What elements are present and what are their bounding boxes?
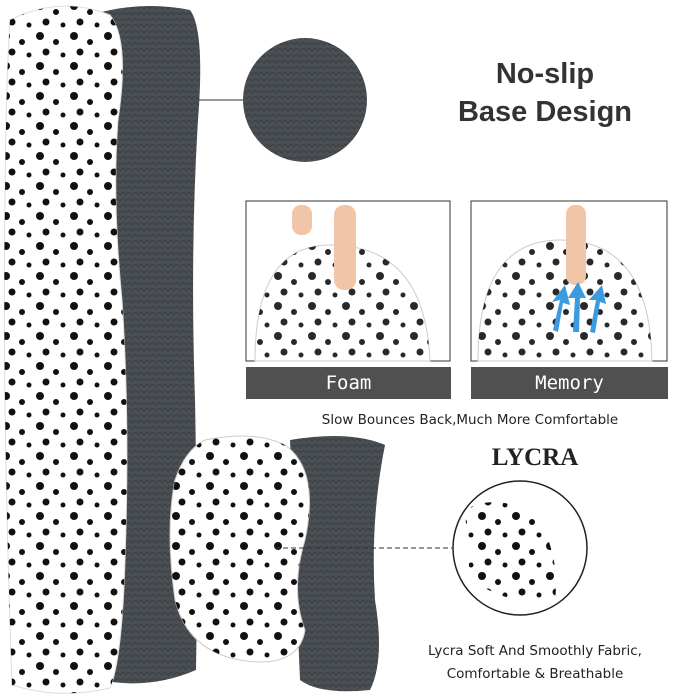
heading-line-2: Base Design xyxy=(457,96,633,128)
fabric-caption-2: Comfortable & Breathable xyxy=(446,666,624,682)
pressing-finger xyxy=(566,205,586,285)
heading-line-1: No-slip xyxy=(495,58,595,90)
palm-rest-dots xyxy=(170,436,310,662)
finger xyxy=(292,205,312,235)
rebound-arrows-icon xyxy=(552,282,606,333)
memory-demo-panel xyxy=(470,200,668,362)
lycra-title: LYCRA xyxy=(491,444,579,471)
fabric-caption-1: Lycra Soft And Smoothly Fabric, xyxy=(428,643,642,659)
pressing-finger xyxy=(334,205,356,290)
non-slip-base-closeup xyxy=(243,38,367,162)
foam-label: Foam xyxy=(246,367,451,399)
long-rest-dots xyxy=(4,6,127,694)
palm-rest-base xyxy=(290,436,385,692)
foam-demo-panel xyxy=(245,200,451,362)
lycra-closeup-dots xyxy=(465,502,556,603)
memory-label: Memory xyxy=(471,367,668,399)
comparison-caption: Slow Bounces Back,Much More Comfortable xyxy=(321,412,619,428)
